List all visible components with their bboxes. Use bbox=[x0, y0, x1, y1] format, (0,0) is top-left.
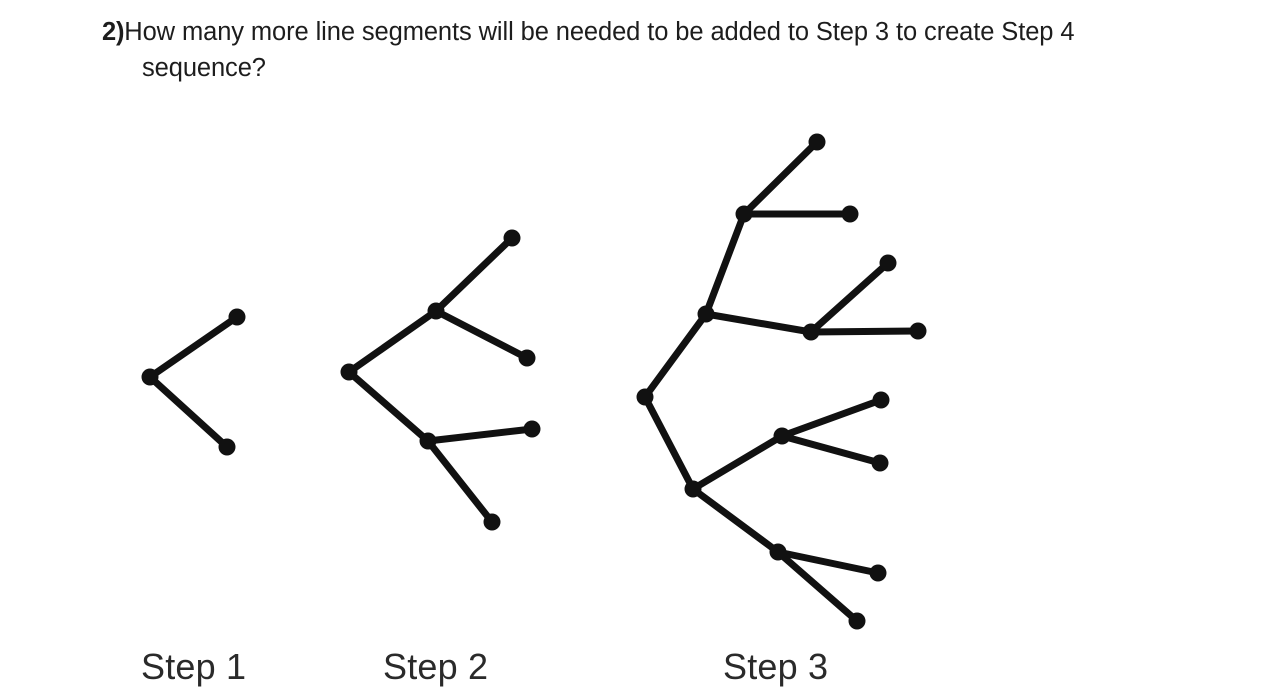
line-segment bbox=[689, 432, 786, 493]
caption-step-3: Step 3 bbox=[723, 646, 829, 687]
line-segment bbox=[689, 485, 782, 556]
tree-node-dot bbox=[503, 229, 521, 247]
tree-figure-step-1 bbox=[141, 308, 246, 456]
line-segment bbox=[641, 310, 710, 401]
tree-node-dot bbox=[735, 205, 753, 223]
question-line-1: 2)How many more line segments will be ne… bbox=[102, 14, 1284, 50]
tree-node-dot bbox=[808, 133, 826, 151]
line-segment bbox=[807, 259, 892, 336]
line-segment bbox=[774, 548, 882, 577]
line-segment bbox=[146, 373, 231, 451]
question-text-line-1: How many more line segments will be need… bbox=[124, 18, 1075, 46]
tree-node-dot bbox=[841, 205, 859, 223]
line-segment bbox=[424, 425, 536, 445]
tree-node-dot bbox=[228, 308, 246, 326]
tree-node-dot bbox=[518, 349, 536, 367]
question-line-2: sequence? bbox=[102, 50, 1284, 86]
caption-step-1: Step 1 bbox=[141, 646, 247, 687]
tree-node-dot bbox=[869, 564, 887, 582]
tree-node-dot bbox=[871, 454, 889, 472]
tree-node-dot bbox=[483, 513, 501, 531]
tree-node-dot bbox=[141, 368, 159, 386]
tree-node-dot bbox=[872, 391, 890, 409]
tree-node-dot bbox=[802, 323, 820, 341]
line-segment bbox=[345, 307, 440, 376]
tree-node-dot bbox=[427, 302, 445, 320]
question-text-line-2: sequence? bbox=[142, 54, 266, 82]
line-segment bbox=[807, 327, 922, 336]
tree-node-dot bbox=[419, 432, 437, 450]
line-segment bbox=[432, 307, 531, 362]
line-segment bbox=[774, 548, 861, 625]
question-block: 2)How many more line segments will be ne… bbox=[102, 14, 1284, 86]
tree-node-dot bbox=[697, 305, 715, 323]
caption-step-2: Step 2 bbox=[383, 646, 489, 687]
tree-node-dot bbox=[909, 322, 927, 340]
tree-node-dot bbox=[218, 438, 236, 456]
line-segment bbox=[432, 234, 516, 315]
tree-figure-step-3 bbox=[636, 133, 927, 630]
line-segment bbox=[345, 368, 432, 445]
question-number: 2) bbox=[102, 18, 125, 46]
tree-node-dot bbox=[848, 612, 866, 630]
tree-node-dot bbox=[340, 363, 358, 381]
tree-figure-step-2 bbox=[340, 229, 541, 531]
tree-node-dot bbox=[773, 427, 791, 445]
tree-node-dot bbox=[636, 388, 654, 406]
branching-tree-diagram bbox=[141, 133, 927, 630]
line-segment bbox=[702, 210, 748, 318]
line-segment bbox=[146, 313, 241, 381]
tree-node-dot bbox=[769, 543, 787, 561]
tree-node-dot bbox=[523, 420, 541, 438]
line-segment bbox=[740, 138, 821, 218]
figure-area bbox=[0, 100, 1284, 660]
tree-node-dot bbox=[879, 254, 897, 272]
line-segment bbox=[641, 393, 697, 493]
line-segment bbox=[778, 432, 884, 467]
line-segment bbox=[778, 396, 885, 440]
line-segment bbox=[702, 310, 815, 336]
tree-node-dot bbox=[684, 480, 702, 498]
line-segment bbox=[424, 437, 496, 526]
